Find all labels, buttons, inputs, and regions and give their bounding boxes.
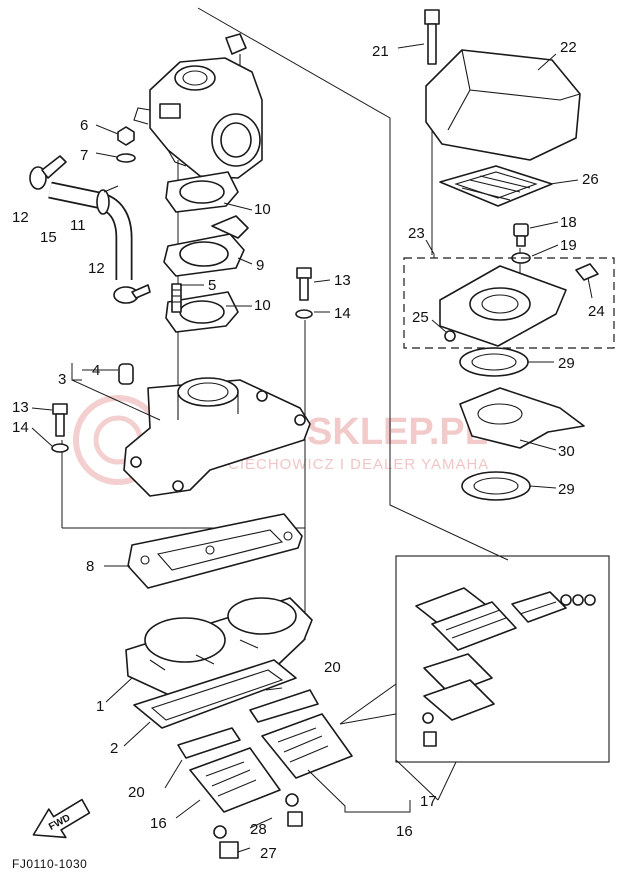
callout-10-lower: 10 xyxy=(254,297,271,314)
callout-21: 21 xyxy=(372,43,389,60)
carburetor-gaskets xyxy=(163,171,253,333)
callout-2: 2 xyxy=(110,740,118,757)
callout-numbers: 1 2 3 4 5 6 7 8 9 10 10 11 12 12 13 13 1… xyxy=(12,39,605,862)
callout-14-left: 14 xyxy=(12,419,29,436)
reed-valve-housing xyxy=(105,597,313,747)
callout-5: 5 xyxy=(208,277,216,294)
callout-18: 18 xyxy=(560,214,577,231)
callout-14-right: 14 xyxy=(334,305,351,322)
callout-13-left: 13 xyxy=(12,399,29,416)
bolts-and-washers xyxy=(31,267,331,453)
callout-24: 24 xyxy=(588,303,605,320)
intake-manifold xyxy=(71,363,311,497)
callout-23: 23 xyxy=(408,225,425,242)
callout-19: 19 xyxy=(560,237,577,254)
callout-4: 4 xyxy=(92,362,100,379)
callout-3: 3 xyxy=(58,371,66,388)
air-silencer-assembly xyxy=(397,9,615,501)
callout-16-left: 16 xyxy=(150,815,167,832)
callout-1: 1 xyxy=(96,698,104,715)
callout-29-lower: 29 xyxy=(558,481,575,498)
callout-6: 6 xyxy=(80,117,88,134)
callout-20-left: 20 xyxy=(128,784,145,801)
carburetor-assembly xyxy=(133,33,263,179)
callout-12-upper: 12 xyxy=(12,209,29,226)
nut-and-washer xyxy=(95,124,136,163)
callout-12-lower: 12 xyxy=(88,260,105,277)
reed-valve-detail xyxy=(339,555,610,813)
callout-8: 8 xyxy=(86,558,94,575)
callout-15: 15 xyxy=(40,229,57,246)
callout-11: 11 xyxy=(70,217,86,234)
callout-26: 26 xyxy=(582,171,599,188)
callout-10-upper: 10 xyxy=(254,201,271,218)
callout-22: 22 xyxy=(560,39,577,56)
callout-17: 17 xyxy=(420,793,437,810)
callout-16-right: 16 xyxy=(396,823,413,840)
callout-13-right: 13 xyxy=(334,272,351,289)
drawing-code: FJ0110-1030 xyxy=(12,857,87,871)
reed-valve-blocks xyxy=(164,687,378,859)
callout-20-right: 20 xyxy=(324,659,341,676)
callout-27: 27 xyxy=(260,845,277,862)
callout-25: 25 xyxy=(412,309,429,326)
manifold-gasket xyxy=(104,513,303,589)
callout-28: 28 xyxy=(250,821,267,838)
callout-7: 7 xyxy=(80,147,88,164)
callout-9: 9 xyxy=(256,257,264,274)
fuel-hose-with-clamps xyxy=(29,155,151,304)
forward-direction-arrow: FWD xyxy=(32,798,91,839)
callout-30: 30 xyxy=(558,443,575,460)
watermark-subtitle: CIECHOWICZ I DEALER YAMAHA xyxy=(228,456,489,473)
callout-29-upper: 29 xyxy=(558,355,575,372)
